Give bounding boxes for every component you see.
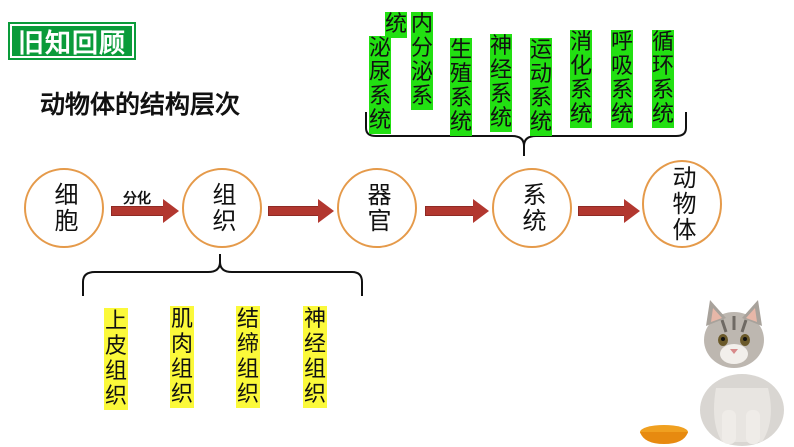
kitten-icon — [640, 300, 784, 446]
system-digestive: 消化系统 — [570, 30, 593, 128]
systems-bracket — [365, 112, 687, 156]
arrow-cell-tissue — [111, 199, 179, 223]
tissue-muscle: 肌肉组织 — [170, 306, 194, 408]
node-animal: 动物体 — [642, 160, 722, 248]
system-reproductive: 生殖系统 — [450, 38, 473, 136]
system-locomotor: 运动系统 — [530, 38, 553, 136]
tissue-epithelial: 上皮组织 — [104, 308, 128, 410]
arrow-tissue-organ — [268, 199, 334, 223]
node-organ-label: 器官 — [363, 182, 391, 234]
node-system: 系统 — [492, 168, 572, 248]
system-nervous: 神经系统 — [490, 34, 513, 132]
arrow-label-differentiation: 分化 — [123, 191, 151, 207]
node-organ: 器官 — [337, 168, 417, 248]
system-urinary: 泌尿系统 — [369, 36, 392, 134]
tissue-connective: 结缔组织 — [236, 306, 260, 408]
system-endocrine: 内分泌系 — [411, 12, 434, 110]
node-animal-label: 动物体 — [668, 165, 696, 243]
node-cell: 细胞 — [24, 168, 104, 248]
arrow-system-animal — [578, 199, 640, 223]
node-tissue: 组织 — [182, 168, 262, 248]
tissues-bracket — [82, 254, 363, 296]
section-badge: 旧知回顾 — [8, 22, 136, 60]
node-tissue-label: 组织 — [208, 182, 236, 234]
system-respiratory: 呼吸系统 — [611, 30, 634, 128]
system-urinary-top: 统 — [385, 12, 408, 38]
system-circulatory: 循环系统 — [652, 30, 675, 128]
tissue-nervous: 神经组织 — [303, 306, 327, 408]
arrow-organ-system — [425, 199, 489, 223]
node-system-label: 系统 — [518, 182, 546, 234]
page-subtitle: 动物体的结构层次 — [40, 90, 241, 119]
node-cell-label: 细胞 — [50, 182, 78, 234]
